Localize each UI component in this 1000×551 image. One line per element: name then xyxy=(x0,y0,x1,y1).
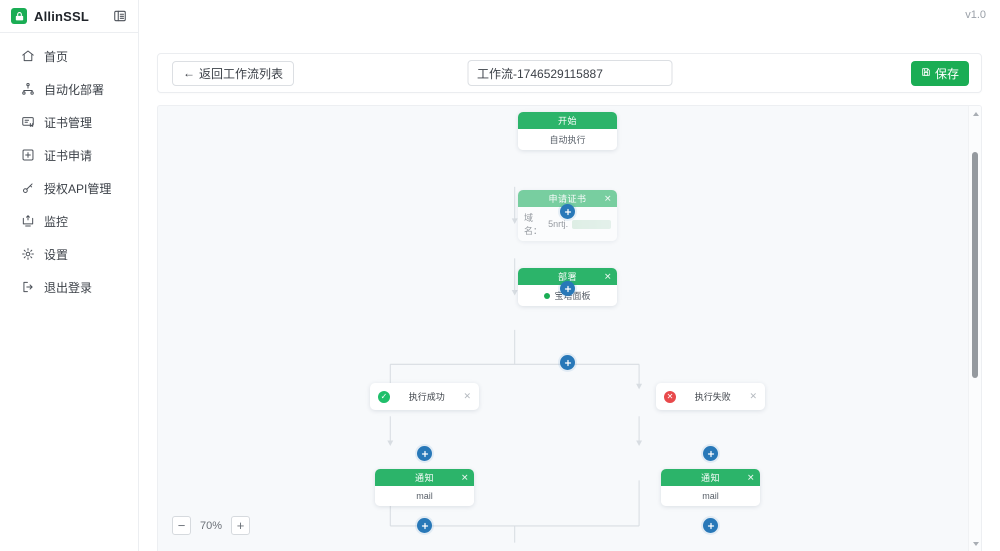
scroll-down-arrow-icon[interactable] xyxy=(969,537,981,550)
certificate-icon xyxy=(21,115,35,129)
sidebar-item-label: 首页 xyxy=(44,49,69,64)
flow-node-notify-success[interactable]: 通知 ✕ mail xyxy=(375,469,474,506)
error-circle-icon: ✕ xyxy=(664,390,676,403)
back-button-label: 返回工作流列表 xyxy=(199,66,284,81)
brand-name: AllinSSL xyxy=(34,8,90,24)
close-x-icon[interactable]: ✕ xyxy=(603,271,612,281)
canvas-vertical-scrollbar[interactable] xyxy=(968,106,981,551)
sidebar-item-cert-manage[interactable]: 证书管理 xyxy=(0,110,138,134)
version-label: v1.0 xyxy=(965,9,986,21)
sidebar-item-label: 退出登录 xyxy=(44,280,93,295)
sidebar-item-label: 自动化部署 xyxy=(44,82,105,97)
back-to-list-button[interactable]: ← 返回工作流列表 xyxy=(172,60,295,86)
add-step-button-after-notify-success[interactable] xyxy=(417,518,432,533)
sidebar-item-monitor[interactable]: 监控 xyxy=(0,209,138,233)
flow-branch-fail[interactable]: ✕ 执行失败 ✕ xyxy=(656,383,765,410)
flow-graph: 开始 自动执行 申请证书 ✕ 域名： xyxy=(158,106,981,551)
key-icon xyxy=(21,181,35,195)
zoom-controls: − 70% + xyxy=(172,516,251,535)
flow-branch-success[interactable]: ✓ 执行成功 ✕ xyxy=(370,383,479,410)
node-title: 通知 ✕ xyxy=(375,469,474,486)
add-step-button-after-deploy[interactable] xyxy=(560,355,575,370)
workflow-editor: ← 返回工作流列表 保存 xyxy=(139,33,1000,551)
zoom-in-button[interactable]: + xyxy=(231,516,251,535)
flow-node-start[interactable]: 开始 自动执行 xyxy=(518,112,617,150)
add-step-button-success-branch[interactable] xyxy=(417,446,432,461)
sidebar-item-settings[interactable]: 设置 xyxy=(0,242,138,266)
node-title: 部署 ✕ xyxy=(518,268,617,285)
green-dot-icon xyxy=(544,292,551,299)
node-body: mail xyxy=(375,486,474,506)
close-x-icon[interactable]: ✕ xyxy=(463,391,471,401)
sidebar-item-api-auth[interactable]: 授权API管理 xyxy=(0,176,138,200)
close-x-icon[interactable]: ✕ xyxy=(460,472,469,482)
close-x-icon[interactable]: ✕ xyxy=(746,472,755,482)
sidebar-item-cert-apply[interactable]: 证书申请 xyxy=(0,143,138,167)
close-x-icon[interactable]: ✕ xyxy=(603,193,612,203)
scroll-up-arrow-icon[interactable] xyxy=(969,107,981,120)
home-icon xyxy=(21,49,35,63)
sidebar-item-label: 监控 xyxy=(44,214,69,229)
sidebar-item-auto-deploy[interactable]: 自动化部署 xyxy=(0,77,138,101)
close-x-icon[interactable]: ✕ xyxy=(749,391,757,401)
save-button-label: 保存 xyxy=(934,66,959,81)
add-step-button-after-apply[interactable] xyxy=(560,281,575,296)
sidebar-nav: 首页 自动化部署 证书管理 xyxy=(0,33,138,299)
workflow-toolbar: ← 返回工作流列表 保存 xyxy=(157,53,982,93)
sidebar-item-label: 设置 xyxy=(44,247,69,262)
flow-edges xyxy=(387,186,643,543)
brand-header: AllinSSL xyxy=(0,0,138,33)
plus-square-icon xyxy=(21,148,35,162)
flow-node-apply-cert[interactable]: 申请证书 ✕ 域名： 5nrtj. xyxy=(518,190,617,241)
main-area: v1.0 ← 返回工作流列表 保存 xyxy=(139,0,1000,551)
add-step-button-fail-branch[interactable] xyxy=(703,446,718,461)
node-body: mail xyxy=(661,486,760,506)
branch-label: 执行成功 xyxy=(408,392,445,402)
branch-label: 执行失败 xyxy=(694,392,731,402)
node-title: 通知 ✕ xyxy=(661,469,760,486)
scrollbar-thumb[interactable] xyxy=(972,152,978,378)
sidebar-item-logout[interactable]: 退出登录 xyxy=(0,275,138,299)
sidebar-item-label: 证书管理 xyxy=(44,115,93,130)
lock-icon xyxy=(11,8,27,24)
add-step-button-after-notify-fail[interactable] xyxy=(703,518,718,533)
add-step-button-after-start[interactable] xyxy=(560,204,575,219)
sidebar-item-label: 授权API管理 xyxy=(44,181,112,196)
monitor-icon xyxy=(21,214,35,228)
node-body: 自动执行 xyxy=(518,129,617,150)
save-button[interactable]: 保存 xyxy=(910,60,969,86)
arrow-left-icon: ← xyxy=(183,66,195,80)
sidebar-item-home[interactable]: 首页 xyxy=(0,44,138,68)
save-disk-icon xyxy=(921,66,931,80)
redacted-domain-block xyxy=(572,219,611,229)
sidebar: AllinSSL 首页 xyxy=(0,0,139,551)
flow-node-deploy[interactable]: 部署 ✕ 宝塔面板 xyxy=(518,268,617,306)
logout-icon xyxy=(21,280,35,294)
flow-canvas[interactable]: 开始 自动执行 申请证书 ✕ 域名： xyxy=(157,105,982,551)
zoom-out-button[interactable]: − xyxy=(172,516,191,535)
flow-node-notify-fail[interactable]: 通知 ✕ mail xyxy=(661,469,760,506)
collapse-menu-icon[interactable] xyxy=(113,9,127,23)
check-circle-icon: ✓ xyxy=(378,390,390,403)
sidebar-item-label: 证书申请 xyxy=(44,148,93,163)
node-title: 申请证书 ✕ xyxy=(518,190,617,207)
zoom-level-label: 70% xyxy=(200,519,223,532)
gear-icon xyxy=(21,247,35,261)
node-title: 开始 xyxy=(518,112,617,129)
workflow-name-input[interactable] xyxy=(467,60,672,86)
sitemap-icon xyxy=(21,82,35,96)
